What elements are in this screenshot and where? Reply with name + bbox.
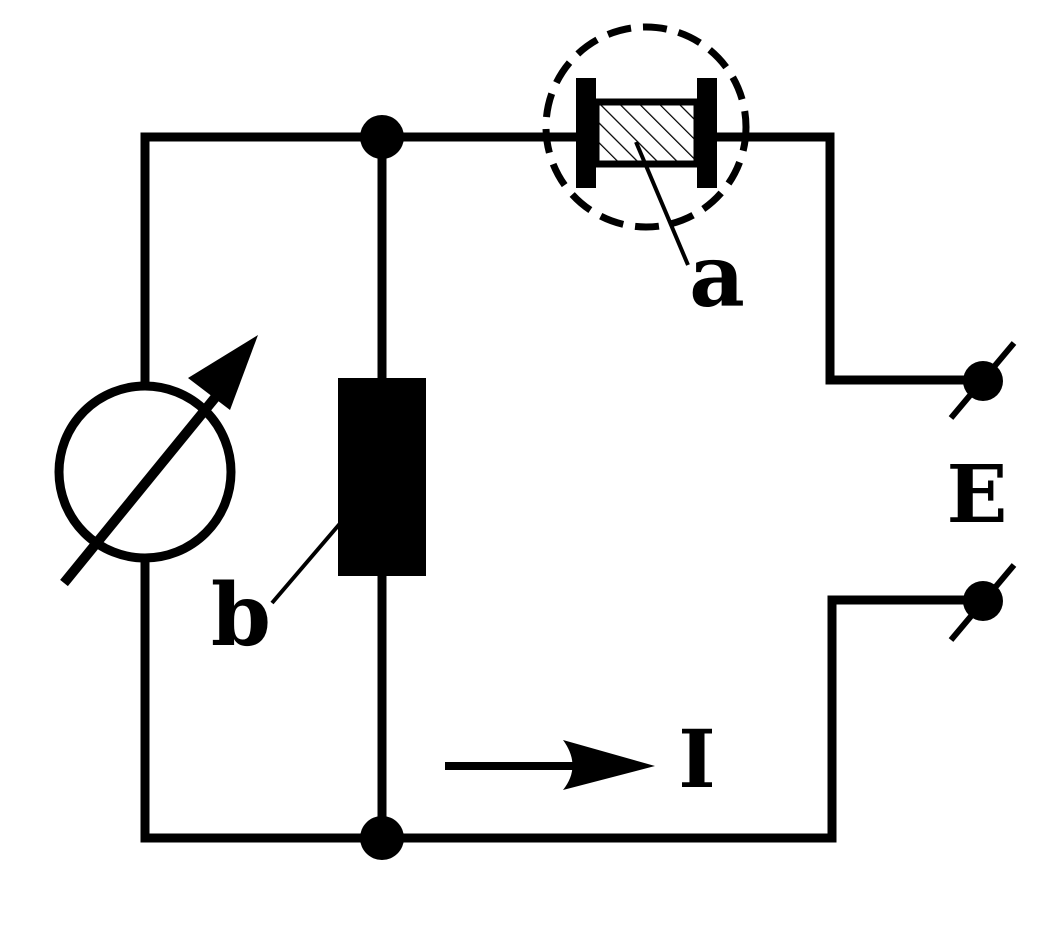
b-leader-line bbox=[270, 518, 345, 605]
upper-terminal-slash bbox=[948, 341, 1017, 420]
current-arrow-head bbox=[563, 740, 655, 790]
meter-arrow-head bbox=[188, 335, 258, 410]
sensor-dashed-circle bbox=[542, 23, 750, 231]
meter-arrow-shaft bbox=[60, 368, 240, 587]
sensor-hatched-element bbox=[592, 98, 701, 168]
label-E: E bbox=[947, 447, 1008, 541]
label-a: a bbox=[689, 226, 745, 327]
bottom-junction-dot bbox=[360, 816, 404, 860]
sensor-left-plate bbox=[576, 78, 596, 188]
top-wire-right bbox=[707, 132, 990, 385]
top-junction-dot bbox=[360, 115, 404, 159]
label-b: b bbox=[211, 565, 271, 666]
sensor-right-plate bbox=[697, 78, 717, 188]
label-I: I bbox=[678, 712, 715, 806]
resistor-b bbox=[338, 378, 426, 576]
bottom-wire bbox=[140, 557, 990, 843]
lower-terminal-slash bbox=[948, 563, 1017, 642]
a-leader-line bbox=[634, 141, 690, 266]
top-wire-left bbox=[140, 132, 600, 388]
